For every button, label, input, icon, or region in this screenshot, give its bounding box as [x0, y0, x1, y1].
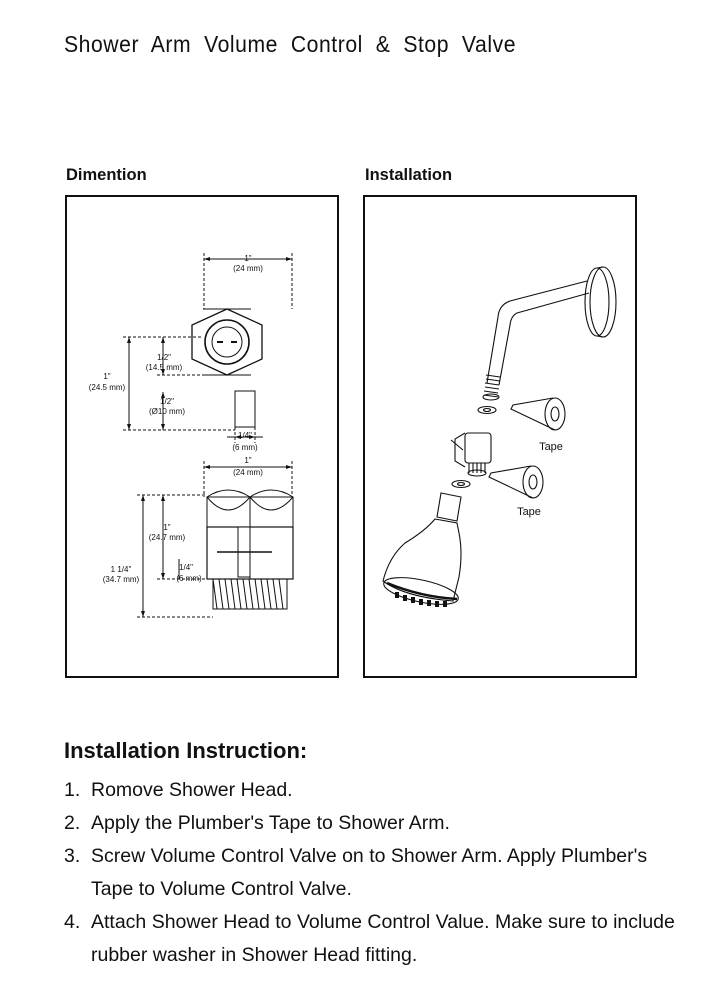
step-text: Apply the Plumber's Tape to Shower Arm.	[91, 812, 450, 834]
dim-body-width-mm: (24 mm)	[233, 468, 263, 477]
dim-upper-in: 1"	[163, 523, 170, 532]
dim-total-in: 1 1/4"	[111, 565, 132, 574]
dimension-diagram: 1" (24 mm) 1/2" (14.5 mm) 1" (24.5 mm) 1…	[89, 253, 294, 618]
dim-hex-width-mm: (24 mm)	[233, 264, 263, 273]
dim-stem-in: 1/2"	[160, 397, 174, 406]
instruction-step: 3. Screw Volume Control Valve on to Show…	[64, 840, 684, 906]
step-text: Attach Shower Head to Volume Control Val…	[91, 911, 675, 966]
tape-label-1: Tape	[539, 441, 563, 453]
dim-total-mm: (34.7 mm)	[103, 575, 140, 584]
step-number: 2.	[64, 812, 81, 834]
dim-body-width-in: 1"	[244, 456, 251, 465]
dim-overall-in: 1"	[103, 372, 110, 381]
step-number: 3.	[64, 845, 81, 867]
dim-quarter-in: 1/4"	[238, 431, 252, 440]
installation-heading: Installation	[365, 166, 453, 184]
installation-diagram: Tape Tape	[382, 266, 617, 607]
instructions-heading: Installation Instruction:	[64, 738, 308, 763]
dim-quarter-mm: (6 mm)	[232, 443, 258, 452]
dimension-heading: Dimention	[66, 166, 147, 184]
dim-overall-mm: (24.5 mm)	[89, 383, 126, 392]
installation-diagram-panel: Tape Tape	[363, 195, 637, 678]
step-text: Screw Volume Control Valve on to Shower …	[91, 845, 648, 900]
dimension-diagram-panel: 1" (24 mm) 1/2" (14.5 mm) 1" (24.5 mm) 1…	[65, 195, 339, 678]
dim-thread-mm: (6 mm)	[176, 574, 202, 583]
page-title: Shower Arm Volume Control & Stop Valve	[64, 31, 517, 57]
dim-thread-in: 1/4"	[179, 563, 193, 572]
step-text: Romove Shower Head.	[91, 779, 293, 801]
instruction-step: 1. Romove Shower Head.	[64, 774, 684, 807]
dim-stem-mm: (Ø10 mm)	[149, 407, 185, 416]
instruction-steps: 1. Romove Shower Head. 2. Apply the Plum…	[64, 774, 684, 972]
step-number: 1.	[64, 779, 81, 801]
tape-label-2: Tape	[517, 506, 541, 518]
step-number: 4.	[64, 911, 81, 933]
dim-upper-mm: (24.7 mm)	[149, 533, 186, 542]
dim-half-in: 1/2"	[157, 353, 171, 362]
dim-hex-width-in: 1"	[244, 254, 251, 263]
dim-half-mm: (14.5 mm)	[146, 363, 183, 372]
instruction-step: 4. Attach Shower Head to Volume Control …	[64, 906, 684, 972]
instruction-step: 2. Apply the Plumber's Tape to Shower Ar…	[64, 807, 684, 840]
